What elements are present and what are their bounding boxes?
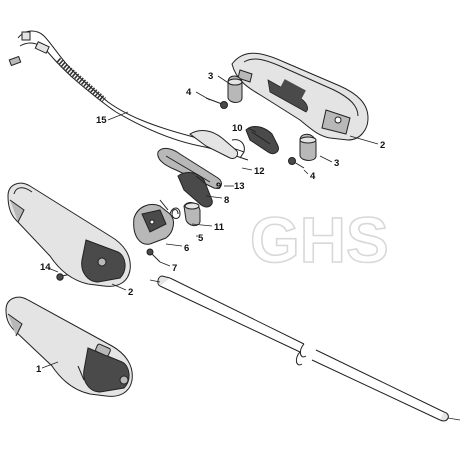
callout-3-upper: 3 bbox=[208, 71, 213, 82]
callout-9: 9 bbox=[216, 181, 221, 192]
clamp-upper bbox=[227, 75, 243, 103]
clamp-lower bbox=[299, 133, 317, 161]
callout-11: 11 bbox=[214, 222, 225, 233]
handle-half-right bbox=[231, 52, 369, 141]
throttle-trigger bbox=[157, 147, 222, 189]
drive-tube bbox=[149, 275, 461, 422]
sleeve-part bbox=[183, 202, 201, 227]
watermark-text: GHS bbox=[250, 204, 389, 276]
callout-3-lower: 3 bbox=[334, 158, 339, 169]
callout-labels: 15 3 4 10 2 3 4 12 13 9 8 11 5 6 7 14 2 … bbox=[36, 71, 385, 375]
callout-8: 8 bbox=[224, 195, 229, 206]
screw-small bbox=[146, 248, 161, 263]
callout-2-left: 2 bbox=[128, 287, 133, 298]
callout-5: 5 bbox=[198, 233, 204, 244]
callout-4-lower: 4 bbox=[310, 171, 316, 182]
callout-7: 7 bbox=[172, 263, 177, 274]
callout-15: 15 bbox=[96, 115, 107, 126]
screw-lower bbox=[288, 157, 305, 169]
slide-part bbox=[245, 126, 279, 155]
callout-1: 1 bbox=[36, 364, 42, 375]
callout-14: 14 bbox=[40, 262, 51, 273]
callout-13: 13 bbox=[234, 181, 245, 192]
stop-switch bbox=[133, 204, 174, 245]
lockout-lever bbox=[177, 172, 213, 208]
callout-10: 10 bbox=[232, 123, 243, 134]
callout-4-upper: 4 bbox=[186, 87, 192, 98]
callout-12: 12 bbox=[254, 166, 265, 177]
callout-6: 6 bbox=[184, 243, 189, 254]
leader-lines bbox=[41, 75, 379, 369]
callout-2-right: 2 bbox=[380, 140, 385, 151]
handle-half-left bbox=[7, 182, 131, 287]
torsion-spring bbox=[159, 199, 181, 219]
handle-assembly bbox=[5, 296, 133, 397]
control-cable-harness bbox=[8, 30, 249, 161]
